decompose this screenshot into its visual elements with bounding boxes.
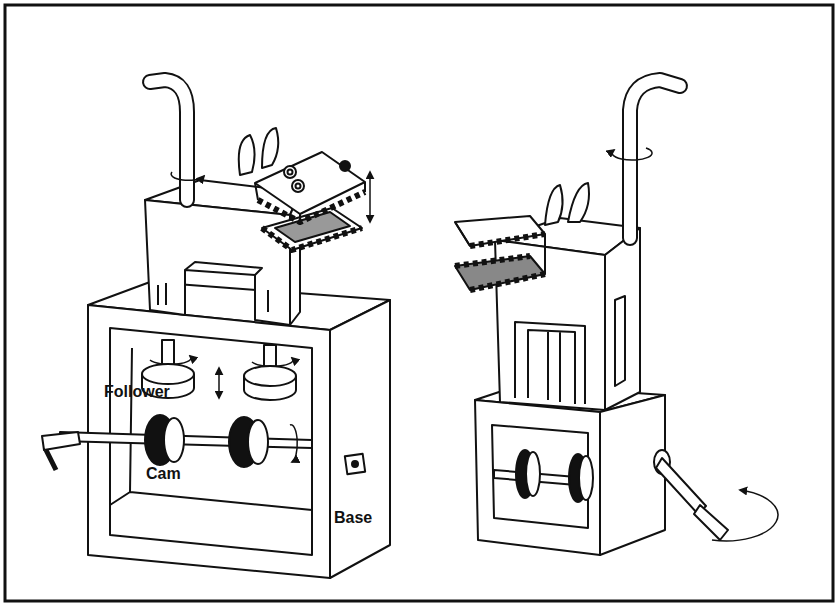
upper-jaw [455,216,545,246]
base-window [492,425,588,528]
motion-arrow [369,172,371,222]
base-inner [110,348,312,510]
rotation-arrow [612,148,652,160]
motion-arrow [218,368,220,398]
upper-teeth [470,234,545,246]
base-front [475,400,600,555]
part-label: Cam [146,466,181,482]
left-view [42,80,390,578]
body-slot [158,283,268,312]
cam-face [248,420,268,464]
cam-face [526,452,540,496]
motion-arrows-right [612,148,778,541]
right-view [455,80,728,555]
follower-top [142,364,194,384]
ear [239,135,255,175]
base-side [330,300,390,578]
part-label: Follower [104,384,170,400]
shaft-bearing [345,454,365,474]
lower-jaw [262,208,362,250]
part-label: Base [334,510,372,526]
turn-handle-fill [630,80,680,238]
base-side [600,395,665,555]
turn-handle [150,80,187,200]
body-slot [615,296,625,386]
motion-arrows [150,172,370,462]
ear [568,183,589,222]
cam-shaft [60,432,312,448]
cam-face [579,456,593,500]
lower-teeth [455,256,545,290]
rotation-arrow [290,425,297,462]
cam-face [164,418,184,462]
lower-teeth [262,228,362,250]
eye [284,166,296,178]
rotation-arrow [252,358,293,366]
eye [292,180,304,192]
crank-arm [46,450,56,470]
body-slot [515,322,585,404]
head-edge [455,222,545,274]
upper-teeth [258,192,365,222]
turn-handle [630,80,680,238]
rotation-arrow [150,356,191,364]
crank-handle [42,432,80,450]
head-edge [255,182,365,222]
follower-top [244,366,296,386]
frame [5,5,833,601]
turn-handle-fill [150,80,187,200]
head-top [255,152,365,214]
ear [545,185,563,225]
nose [340,161,350,171]
body-front [145,200,290,325]
rotation-arrow [712,490,778,541]
bearing-hole [352,461,358,467]
crank-handle [694,505,728,540]
lower-jaw [455,256,545,290]
rotation-arrow [171,172,204,180]
eye-spiral [288,170,293,175]
body-side [605,228,640,410]
ear [262,128,278,168]
eye-spiral [296,184,301,189]
body-arch [185,262,262,275]
